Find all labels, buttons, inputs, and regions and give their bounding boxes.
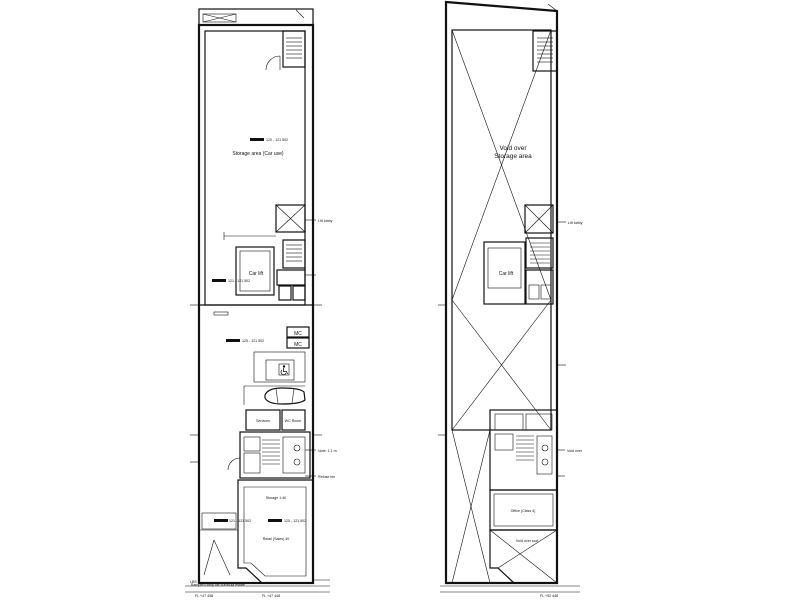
level-tag-upper-text: 120 - 121 502 [266, 138, 288, 142]
note-1: Note: 1.1 m [318, 449, 337, 453]
car-icon [264, 387, 306, 405]
mc-label-2: MC [294, 342, 302, 348]
right-floor-plan: Void over Storage area Lift lobby [438, 0, 583, 598]
right-outer-wall [444, 0, 559, 585]
left-floor-plan: 120 - 121 502 Storage area (Car use) Lif… [185, 8, 337, 598]
right-car-lift-label: Car lift [499, 271, 514, 277]
lower-core [239, 431, 311, 479]
level-tag-mid: 121 - 121 502 [228, 279, 250, 283]
bottom-tag-2: FL +47 448 [262, 594, 280, 598]
level-tag-center: 125 - 121 502 [242, 339, 264, 343]
storage-room [204, 30, 306, 306]
mc-box-1 [286, 326, 310, 338]
pavement-label: LBS [190, 580, 197, 584]
void-label-2: Storage area [494, 153, 532, 160]
level-tag-upper [250, 138, 264, 141]
accessible-parking-icon [278, 363, 290, 376]
car-lift [235, 246, 275, 296]
ramp-label: Ramped ramp car curricula estate [191, 583, 245, 587]
mc-box-2 [286, 337, 310, 349]
storage-area-label: Storage area (Car use) [232, 151, 283, 157]
lift-shaft [275, 204, 306, 233]
services-label: Services [256, 419, 270, 423]
note-2: Refuse bin [318, 475, 335, 479]
right-lift-label: Lift lobby [568, 221, 583, 225]
level-tag-lower-left: 121 - 121 502 [229, 519, 251, 523]
mc-label-1: MC [294, 331, 302, 337]
left-outer-wall [197, 23, 315, 585]
retail-unit [237, 479, 314, 584]
top-stair-treads [286, 37, 302, 59]
void-area [451, 29, 552, 431]
right-bottom-tag: FL +52 448 [540, 594, 558, 598]
bottom-tag-1: FL +47 498 [195, 594, 213, 598]
lobby-label: Retail (Sales) 40 [263, 537, 290, 541]
top-stair [282, 30, 306, 68]
right-note-1: Void over [567, 449, 583, 453]
void-roof-label: Void over roof [516, 539, 538, 543]
lift-lobby-label: Lift lobby [318, 219, 333, 223]
office-label: Office (Class 4) [511, 509, 536, 513]
wc-label: WC Room [285, 419, 302, 423]
void-label-1: Void over [499, 145, 527, 152]
store-label: Storage 1:40 [266, 496, 287, 500]
middle-stair [282, 239, 306, 269]
level-tag-lower-right: 125 - 121 502 [284, 519, 306, 523]
car-lift-label: Car lift [249, 271, 264, 277]
